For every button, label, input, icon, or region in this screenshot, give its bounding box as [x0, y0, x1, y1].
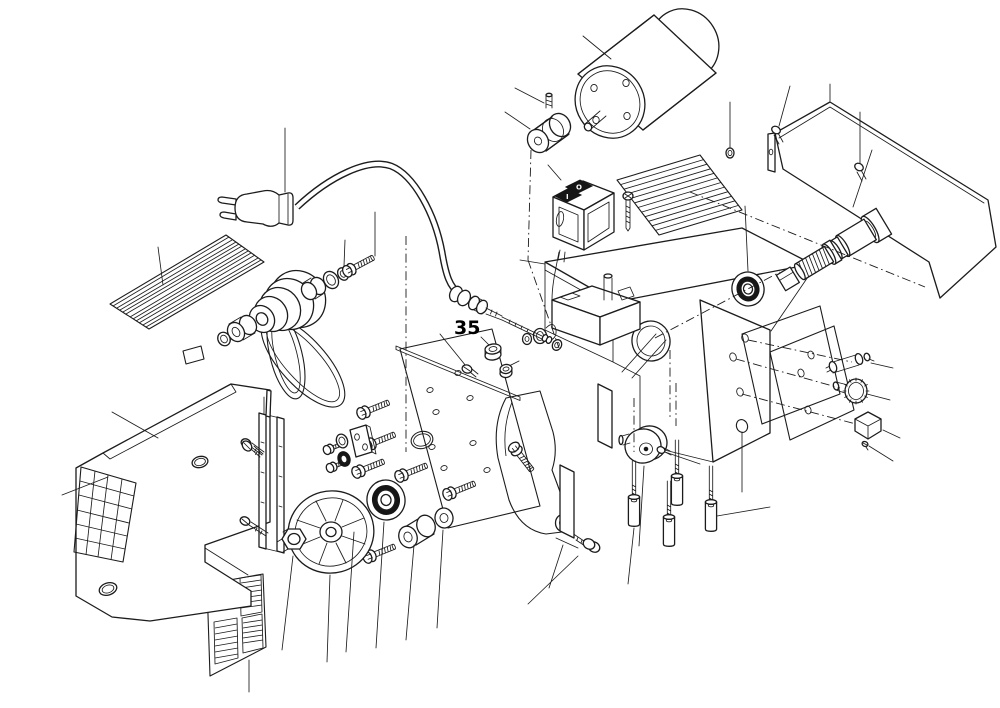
switch-on-symbol: I: [566, 193, 569, 201]
centerlines: [405, 149, 926, 452]
knurled-knob: [832, 377, 870, 405]
machine-base-frame: [519, 227, 813, 549]
cover-nut: [725, 147, 735, 159]
terminal-block: [551, 251, 641, 346]
flange-nut: [484, 343, 502, 361]
motor: [574, 8, 720, 139]
power-switch: O I: [552, 179, 615, 263]
pulley-bolt: [340, 251, 378, 280]
spindle-shaft: [775, 207, 893, 292]
idler-bushing: [398, 514, 436, 549]
cable-connector: [448, 285, 563, 351]
idler-washer: [434, 507, 454, 529]
cover-screw: [854, 162, 867, 182]
flat-screw: [241, 440, 264, 458]
warning-label-left: [109, 234, 265, 330]
cap-grub-screw: [861, 440, 869, 451]
cap-screw: [627, 460, 641, 527]
ball-bearing: [731, 271, 765, 307]
tension-rod: [395, 345, 521, 401]
idler-bearing: [366, 479, 406, 521]
power-cord: [294, 160, 462, 296]
flange-bolt: [571, 532, 601, 553]
small-nut: [499, 363, 513, 379]
cover-screw: [771, 125, 784, 145]
cap-screw: [704, 465, 718, 532]
pulley-spacer-set: [300, 267, 350, 301]
pulley-nut: [217, 331, 231, 347]
callout-35: 35: [439, 317, 520, 368]
pulley-hex-nut: [276, 528, 307, 553]
frame-leg: [555, 383, 613, 549]
hinge-screw: [239, 516, 269, 537]
phillips-screw: [622, 191, 634, 232]
motor-shaft: [583, 110, 607, 132]
blank-label: [182, 345, 205, 365]
switch-off-symbol: O: [576, 184, 582, 192]
plate-holes: [426, 370, 491, 473]
motor-pulley: [526, 112, 572, 154]
leader-lines: [61, 35, 901, 693]
frame-right-wall: [699, 299, 771, 463]
spec-sticker: [206, 573, 267, 677]
mounting-plate: [399, 328, 541, 529]
power-plug: [217, 189, 294, 227]
motor-mount-cam: [618, 425, 672, 464]
vent-grid: [73, 466, 137, 563]
mount-block: [349, 424, 377, 458]
washer-pair: [335, 433, 351, 467]
o-ring: [410, 430, 434, 450]
switch-on-rocker[interactable]: [553, 188, 583, 203]
lock-cap: [854, 411, 882, 451]
clamp-pin: [825, 352, 875, 374]
cap-screw: [670, 439, 684, 506]
cable-clamp: [521, 324, 557, 346]
spindle-opening: [621, 320, 671, 379]
set-screw: [545, 92, 553, 109]
left-side-cover: [73, 383, 271, 622]
stepped-pulley: [248, 269, 327, 334]
callout-35-label: 35: [454, 317, 480, 339]
belt-cover: [725, 101, 997, 299]
cover-plate-rear: [741, 305, 841, 425]
pulley-bushing: [226, 314, 258, 343]
small-screw: [461, 364, 479, 378]
vent-label: [616, 154, 743, 236]
